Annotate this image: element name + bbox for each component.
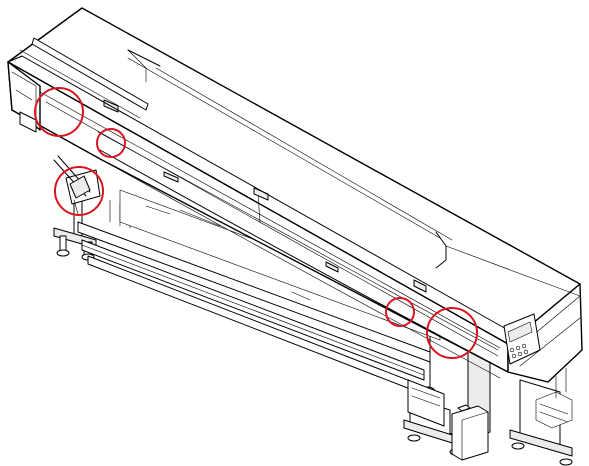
highlight-left-cover-edge	[34, 87, 84, 137]
panel-key	[515, 345, 521, 351]
panel-key	[521, 343, 527, 349]
highlight-right-cover-edge	[426, 307, 478, 359]
operation-panel-icon	[503, 313, 541, 365]
panel-display	[507, 321, 533, 343]
panel-key	[523, 349, 529, 355]
printer-body	[7, 7, 583, 399]
highlight-markers	[34, 87, 478, 359]
panel-key	[511, 353, 517, 359]
panel-key	[509, 347, 515, 353]
highlight-left-clamp-point	[96, 128, 126, 158]
waste-ink-tank	[451, 405, 489, 461]
right-hinge	[413, 279, 427, 293]
panel-key	[517, 351, 523, 357]
lower-bar	[77, 221, 431, 363]
media-rollers	[77, 189, 445, 427]
left-handle	[53, 155, 101, 215]
highlight-right-clamp-point	[385, 297, 415, 327]
highlight-left-handle-lever	[54, 166, 104, 216]
